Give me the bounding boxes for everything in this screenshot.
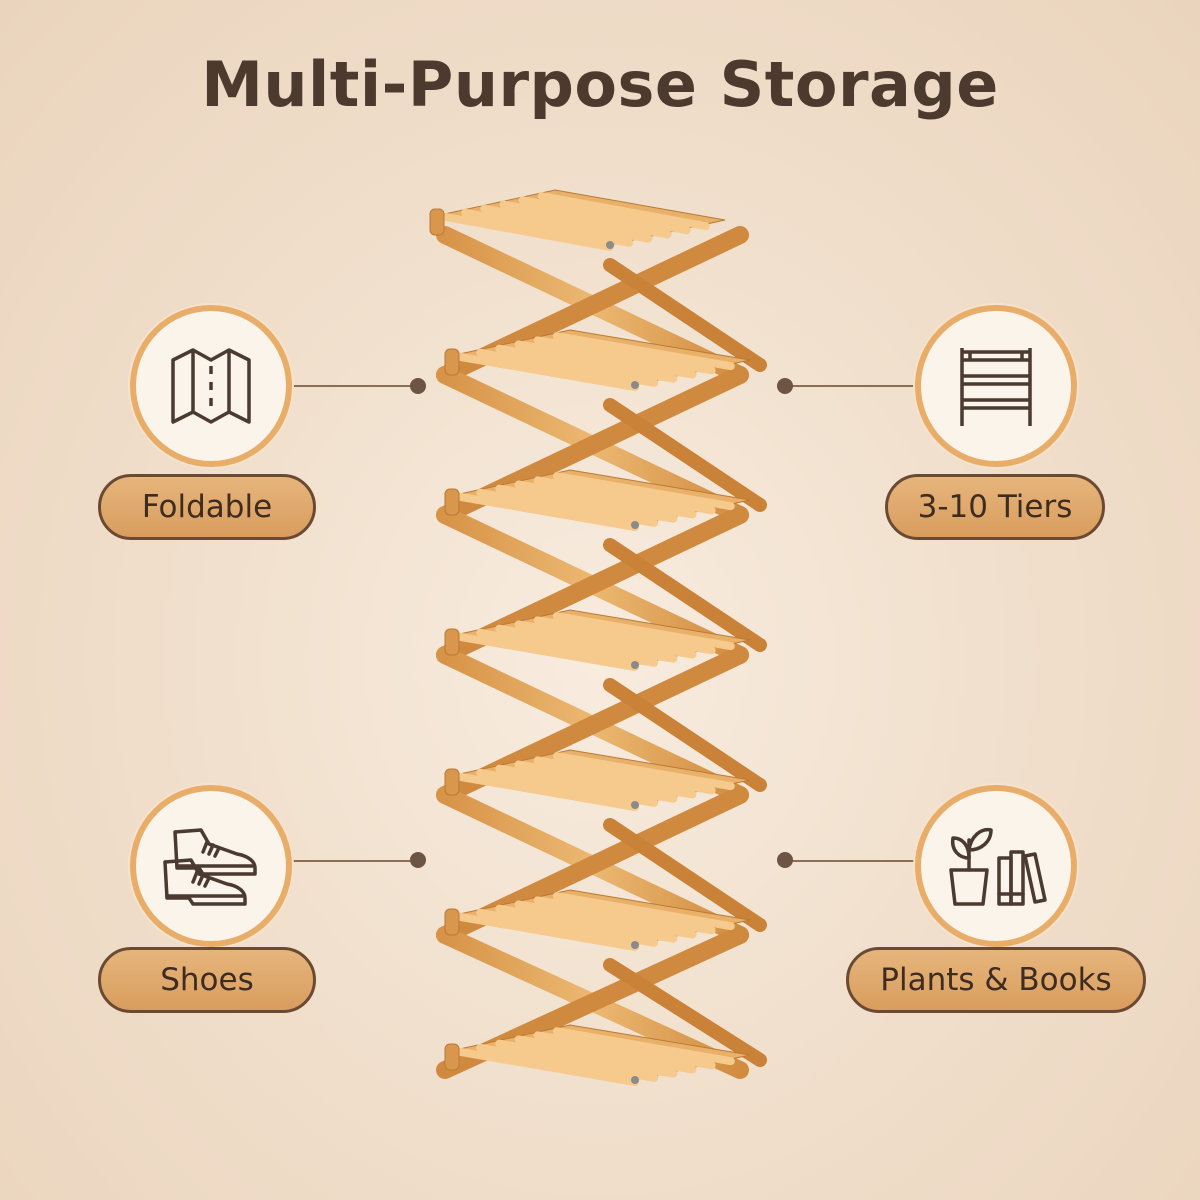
plants-books-label-pill: Plants & Books xyxy=(846,947,1146,1013)
rack-slat xyxy=(480,204,653,243)
shelf-icon xyxy=(960,348,1032,426)
rack-slat xyxy=(495,1039,678,1078)
rack-slat xyxy=(552,612,735,651)
rack-slat xyxy=(476,628,659,667)
rack-leg xyxy=(603,538,767,652)
tiers-label-pill: 3-10 Tiers xyxy=(885,474,1105,540)
rack-slat xyxy=(552,752,735,791)
rack-slat xyxy=(533,896,716,935)
rack-slat xyxy=(514,620,697,659)
rack-slat xyxy=(457,1048,639,1086)
rack-slat xyxy=(518,196,691,235)
rack-slat xyxy=(533,1031,716,1070)
rack-slat xyxy=(495,484,678,523)
rack-slat xyxy=(514,1035,697,1074)
foldable-label-pill: Foldable xyxy=(98,474,316,540)
shoes-icon xyxy=(163,828,257,906)
rack-slat xyxy=(514,900,697,939)
rack-bolt xyxy=(606,241,614,249)
rack-slat xyxy=(457,913,639,951)
rack-slat xyxy=(533,476,716,515)
rack-leg xyxy=(603,818,767,932)
plants-books-icon-circle xyxy=(915,785,1077,947)
rack-slat xyxy=(442,213,614,251)
rack-bolt xyxy=(631,521,639,529)
rack-slat xyxy=(476,1043,659,1082)
rack-slat xyxy=(514,340,697,379)
rack-slat xyxy=(552,1027,735,1066)
tiers-connector-dot xyxy=(777,378,793,394)
shoes-label: Shoes xyxy=(160,962,254,998)
rack-leg xyxy=(603,678,767,792)
rack-slat xyxy=(533,756,716,795)
shoes-icon-circle xyxy=(130,785,292,947)
rack-leg xyxy=(603,958,767,1067)
tiers-connector xyxy=(785,385,920,387)
rack-slat xyxy=(552,332,735,371)
rack-joint xyxy=(444,628,460,656)
rack-slat xyxy=(476,768,659,807)
rack-slat xyxy=(476,488,659,527)
foldable-label: Foldable xyxy=(141,489,273,525)
foldable-connector xyxy=(285,385,415,387)
rack-joint xyxy=(444,768,460,796)
tiers-icon-circle xyxy=(915,305,1077,467)
rack-slat xyxy=(533,336,716,375)
plant-books-icon xyxy=(949,827,1047,906)
rack-slat xyxy=(461,208,634,247)
rack-slat xyxy=(476,908,659,947)
rack-bolt xyxy=(631,941,639,949)
rack-slat xyxy=(514,480,697,519)
rack-slat xyxy=(457,773,639,811)
folding-map-icon xyxy=(171,348,251,424)
rack-bolt xyxy=(631,381,639,389)
rack-slat xyxy=(495,904,678,943)
rack-slat xyxy=(499,200,672,239)
rack-slat xyxy=(457,353,639,391)
plants-connector-dot xyxy=(777,852,793,868)
rack-slat xyxy=(537,192,710,231)
rack-slat xyxy=(457,633,639,671)
plants-connector xyxy=(785,860,920,862)
shoes-connector-dot xyxy=(410,852,426,868)
rack-joint xyxy=(444,348,460,376)
shoes-label-pill: Shoes xyxy=(98,947,316,1013)
rack-leg xyxy=(603,398,767,512)
rack-slat xyxy=(476,348,659,387)
rack-joint xyxy=(429,208,445,236)
rack-slat xyxy=(552,472,735,511)
rack-slat xyxy=(552,892,735,931)
rack-slat xyxy=(457,493,639,531)
foldable-connector-dot xyxy=(410,378,426,394)
rack-slat xyxy=(495,764,678,803)
tiers-label: 3-10 Tiers xyxy=(917,489,1073,525)
rack-joint xyxy=(444,908,460,936)
rack-bolt xyxy=(631,1076,639,1084)
rack-slat xyxy=(495,624,678,663)
rack-joint xyxy=(444,1043,460,1071)
rack-slat xyxy=(495,344,678,383)
foldable-icon-circle xyxy=(130,305,292,467)
rack-slat xyxy=(514,760,697,799)
rack-bolt xyxy=(631,661,639,669)
rack-slat xyxy=(533,616,716,655)
rack-leg xyxy=(603,258,767,372)
shoes-connector xyxy=(285,860,415,862)
page-title: Multi-Purpose Storage xyxy=(201,48,999,121)
plants-books-label: Plants & Books xyxy=(880,962,1112,998)
rack-bolt xyxy=(631,801,639,809)
rack-joint xyxy=(444,488,460,516)
